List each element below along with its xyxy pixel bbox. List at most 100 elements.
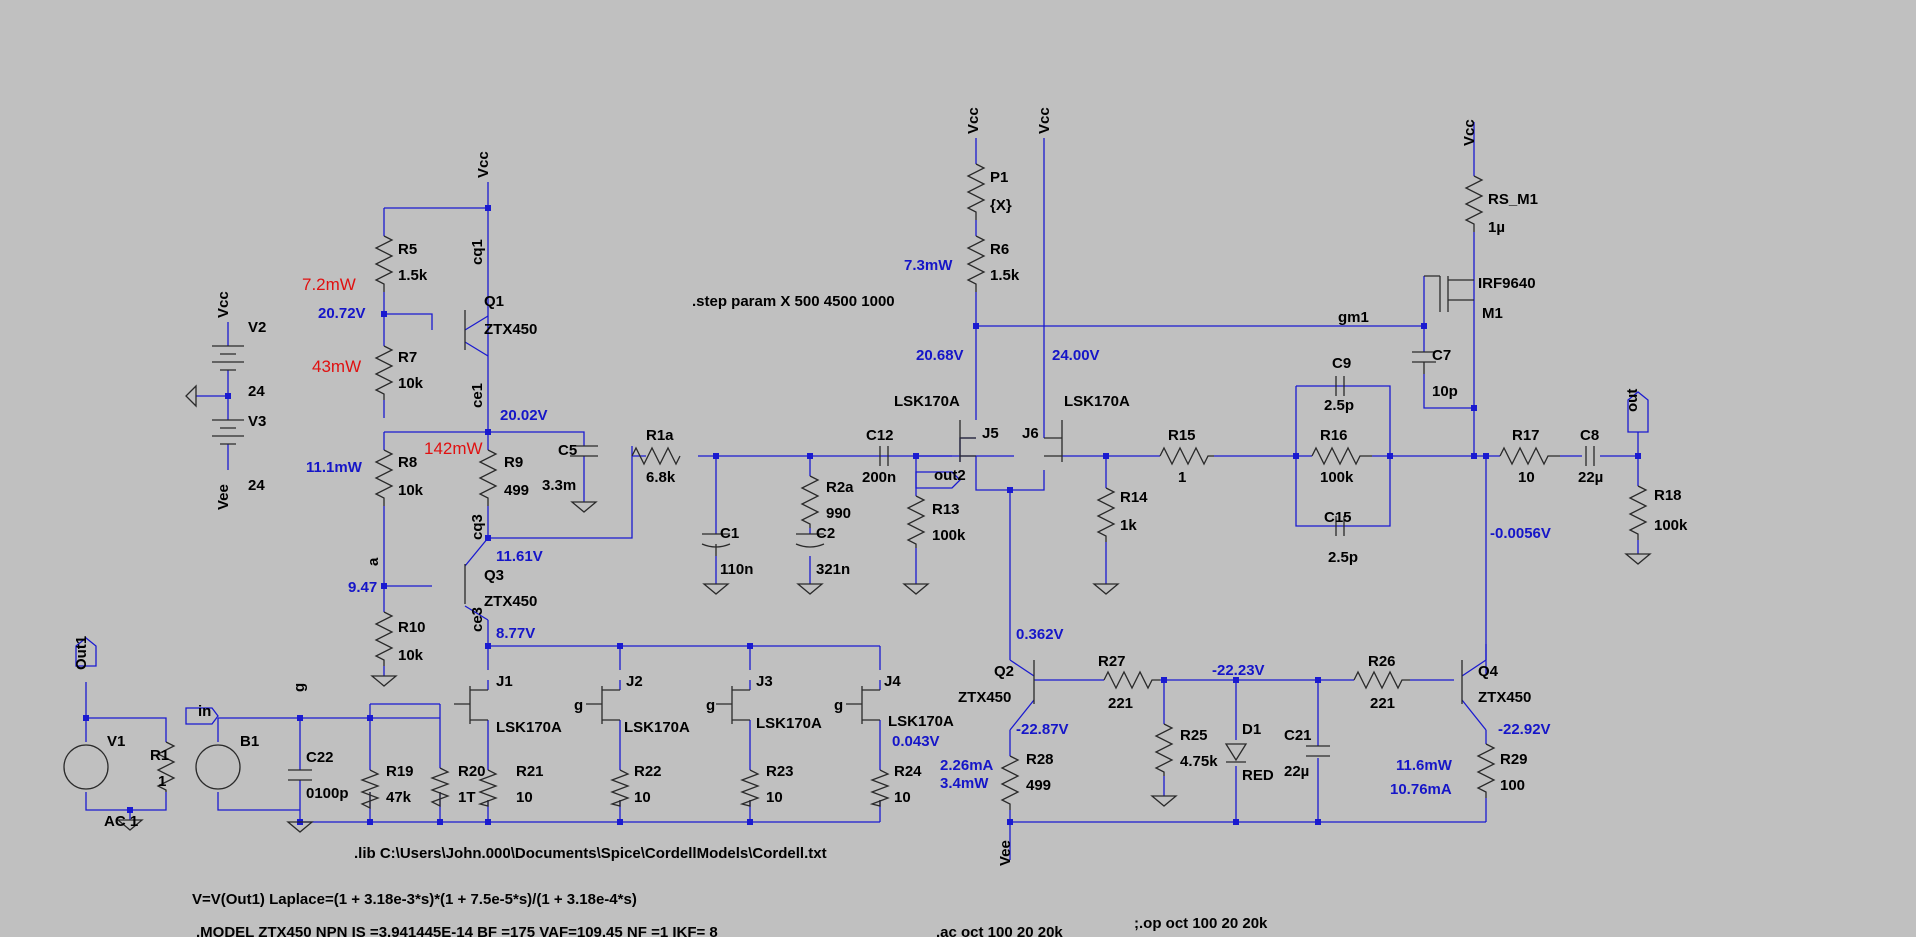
component-value-c21[interactable]: 22µ <box>1284 763 1309 780</box>
component-value-c12[interactable]: 200n <box>862 469 896 486</box>
supply-label-vee_v3[interactable]: Vee <box>215 484 232 510</box>
component-value-v2[interactable]: 24 <box>248 383 265 400</box>
component-value-r24[interactable]: 10 <box>894 789 911 806</box>
op-directive[interactable]: ;.op oct 100 20 20k <box>1134 915 1268 932</box>
component-value-q1[interactable]: ZTX450 <box>484 321 537 338</box>
component-name-r13[interactable]: R13 <box>932 501 960 518</box>
component-name-q2[interactable]: Q2 <box>994 663 1014 680</box>
supply-label-vcc_q1[interactable]: Vcc <box>475 151 492 178</box>
component-value-c7[interactable]: 10p <box>1432 383 1458 400</box>
component-value-c22[interactable]: 0100p <box>306 785 349 802</box>
component-value-q4[interactable]: ZTX450 <box>1478 689 1531 706</box>
net-label-a[interactable]: a <box>365 557 382 566</box>
ac-directive[interactable]: .ac oct 100 20 20k <box>936 924 1063 937</box>
net-label-g2[interactable]: g <box>574 697 583 714</box>
component-value-j5[interactable]: LSK170A <box>894 393 960 410</box>
net-label-g[interactable]: g <box>291 683 308 692</box>
component-value-r8[interactable]: 10k <box>398 482 424 499</box>
component-value-r25[interactable]: 4.75k <box>1180 753 1218 770</box>
net-label-g4[interactable]: g <box>834 697 843 714</box>
component-value-r22[interactable]: 10 <box>634 789 651 806</box>
component-value-rs_m1[interactable]: 1µ <box>1488 219 1505 236</box>
component-value-j4[interactable]: LSK170A <box>888 713 954 730</box>
component-name-r15[interactable]: R15 <box>1168 427 1196 444</box>
component-name-c12[interactable]: C12 <box>866 427 894 444</box>
component-value-p1[interactable]: {X} <box>990 197 1012 214</box>
net-label-gm1[interactable]: gm1 <box>1338 309 1369 326</box>
component-name-r7[interactable]: R7 <box>398 349 417 366</box>
component-value-j6[interactable]: LSK170A <box>1064 393 1130 410</box>
component-name-r10[interactable]: R10 <box>398 619 426 636</box>
component-value-r23[interactable]: 10 <box>766 789 783 806</box>
component-value-r21[interactable]: 10 <box>516 789 533 806</box>
component-value-r2a[interactable]: 990 <box>826 505 851 522</box>
step-directive[interactable]: .step param X 500 4500 1000 <box>692 293 895 310</box>
component-value-q2[interactable]: ZTX450 <box>958 689 1011 706</box>
component-name-r28[interactable]: R28 <box>1026 751 1054 768</box>
component-value-r27[interactable]: 221 <box>1108 695 1133 712</box>
component-value-c9[interactable]: 2.5p <box>1324 397 1354 414</box>
component-name-c22[interactable]: C22 <box>306 749 334 766</box>
component-name-j4[interactable]: J4 <box>884 673 901 690</box>
component-name-r19[interactable]: R19 <box>386 763 414 780</box>
net-label-cq1[interactable]: cq1 <box>469 239 486 265</box>
port-label-out2[interactable]: out2 <box>934 467 966 484</box>
component-name-j5[interactable]: J5 <box>982 425 999 442</box>
component-name-q1[interactable]: Q1 <box>484 293 504 310</box>
component-value-r28[interactable]: 499 <box>1026 777 1051 794</box>
component-value-r5[interactable]: 1.5k <box>398 267 428 284</box>
component-name-c7[interactable]: C7 <box>1432 347 1451 364</box>
component-value-j2[interactable]: LSK170A <box>624 719 690 736</box>
component-name-r20[interactable]: R20 <box>458 763 486 780</box>
port-label-out[interactable]: out <box>1624 389 1641 412</box>
component-name-r6[interactable]: R6 <box>990 241 1009 258</box>
component-value-r1[interactable]: 1 <box>158 773 166 790</box>
component-name-r1[interactable]: R1 <box>150 747 169 764</box>
component-name-r18[interactable]: R18 <box>1654 487 1682 504</box>
supply-label-vcc_v2[interactable]: Vcc <box>215 291 232 318</box>
component-name-r16[interactable]: R16 <box>1320 427 1348 444</box>
component-name-c5[interactable]: C5 <box>558 442 577 459</box>
laplace-directive[interactable]: V=V(Out1) Laplace=(1 + 3.18e-3*s)*(1 + 7… <box>192 891 637 908</box>
component-value-r14[interactable]: 1k <box>1120 517 1137 534</box>
component-name-v1[interactable]: V1 <box>107 733 125 750</box>
component-value-r17[interactable]: 10 <box>1518 469 1535 486</box>
component-name-c2[interactable]: C2 <box>816 525 835 542</box>
component-name-j3[interactable]: J3 <box>756 673 773 690</box>
component-name-b1[interactable]: B1 <box>240 733 259 750</box>
net-label-g3[interactable]: g <box>706 697 715 714</box>
component-value-r10[interactable]: 10k <box>398 647 424 664</box>
component-name-p1[interactable]: P1 <box>990 169 1008 186</box>
component-value-c5[interactable]: 3.3m <box>542 477 576 494</box>
supply-label-vcc_m1[interactable]: Vcc <box>1461 119 1478 146</box>
component-name-rs_m1[interactable]: RS_M1 <box>1488 191 1538 208</box>
component-name-r5[interactable]: R5 <box>398 241 417 258</box>
component-name-j6[interactable]: J6 <box>1022 425 1039 442</box>
lib-directive[interactable]: .lib C:\Users\John.000\Documents\Spice\C… <box>354 845 827 862</box>
component-value-r13[interactable]: 100k <box>932 527 966 544</box>
component-name-j2[interactable]: J2 <box>626 673 643 690</box>
component-name-r22[interactable]: R22 <box>634 763 662 780</box>
supply-label-vcc_j6[interactable]: Vcc <box>1036 107 1053 134</box>
component-name-r25[interactable]: R25 <box>1180 727 1208 744</box>
net-label-ce1[interactable]: ce1 <box>469 383 486 408</box>
component-value-m1[interactable]: M1 <box>1482 305 1503 322</box>
component-name-r29[interactable]: R29 <box>1500 751 1528 768</box>
component-value-r19[interactable]: 47k <box>386 789 412 806</box>
component-name-r23[interactable]: R23 <box>766 763 794 780</box>
component-value-j1[interactable]: LSK170A <box>496 719 562 736</box>
component-name-v3[interactable]: V3 <box>248 413 266 430</box>
component-value-r26[interactable]: 221 <box>1370 695 1395 712</box>
component-value-v3[interactable]: 24 <box>248 477 265 494</box>
component-value-r16[interactable]: 100k <box>1320 469 1354 486</box>
component-name-d1[interactable]: D1 <box>1242 721 1261 738</box>
component-value-r29[interactable]: 100 <box>1500 777 1525 794</box>
model-directive[interactable]: .MODEL ZTX450 NPN IS =3.941445E-14 BF =1… <box>196 924 718 937</box>
net-label-cq3[interactable]: cq3 <box>469 514 486 540</box>
component-value-c2[interactable]: 321n <box>816 561 850 578</box>
component-name-c9[interactable]: C9 <box>1332 355 1351 372</box>
net-label-ce3[interactable]: ce3 <box>469 607 486 632</box>
component-name-c1[interactable]: C1 <box>720 525 739 542</box>
component-name-q3[interactable]: Q3 <box>484 567 504 584</box>
component-name-q4[interactable]: Q4 <box>1478 663 1499 680</box>
